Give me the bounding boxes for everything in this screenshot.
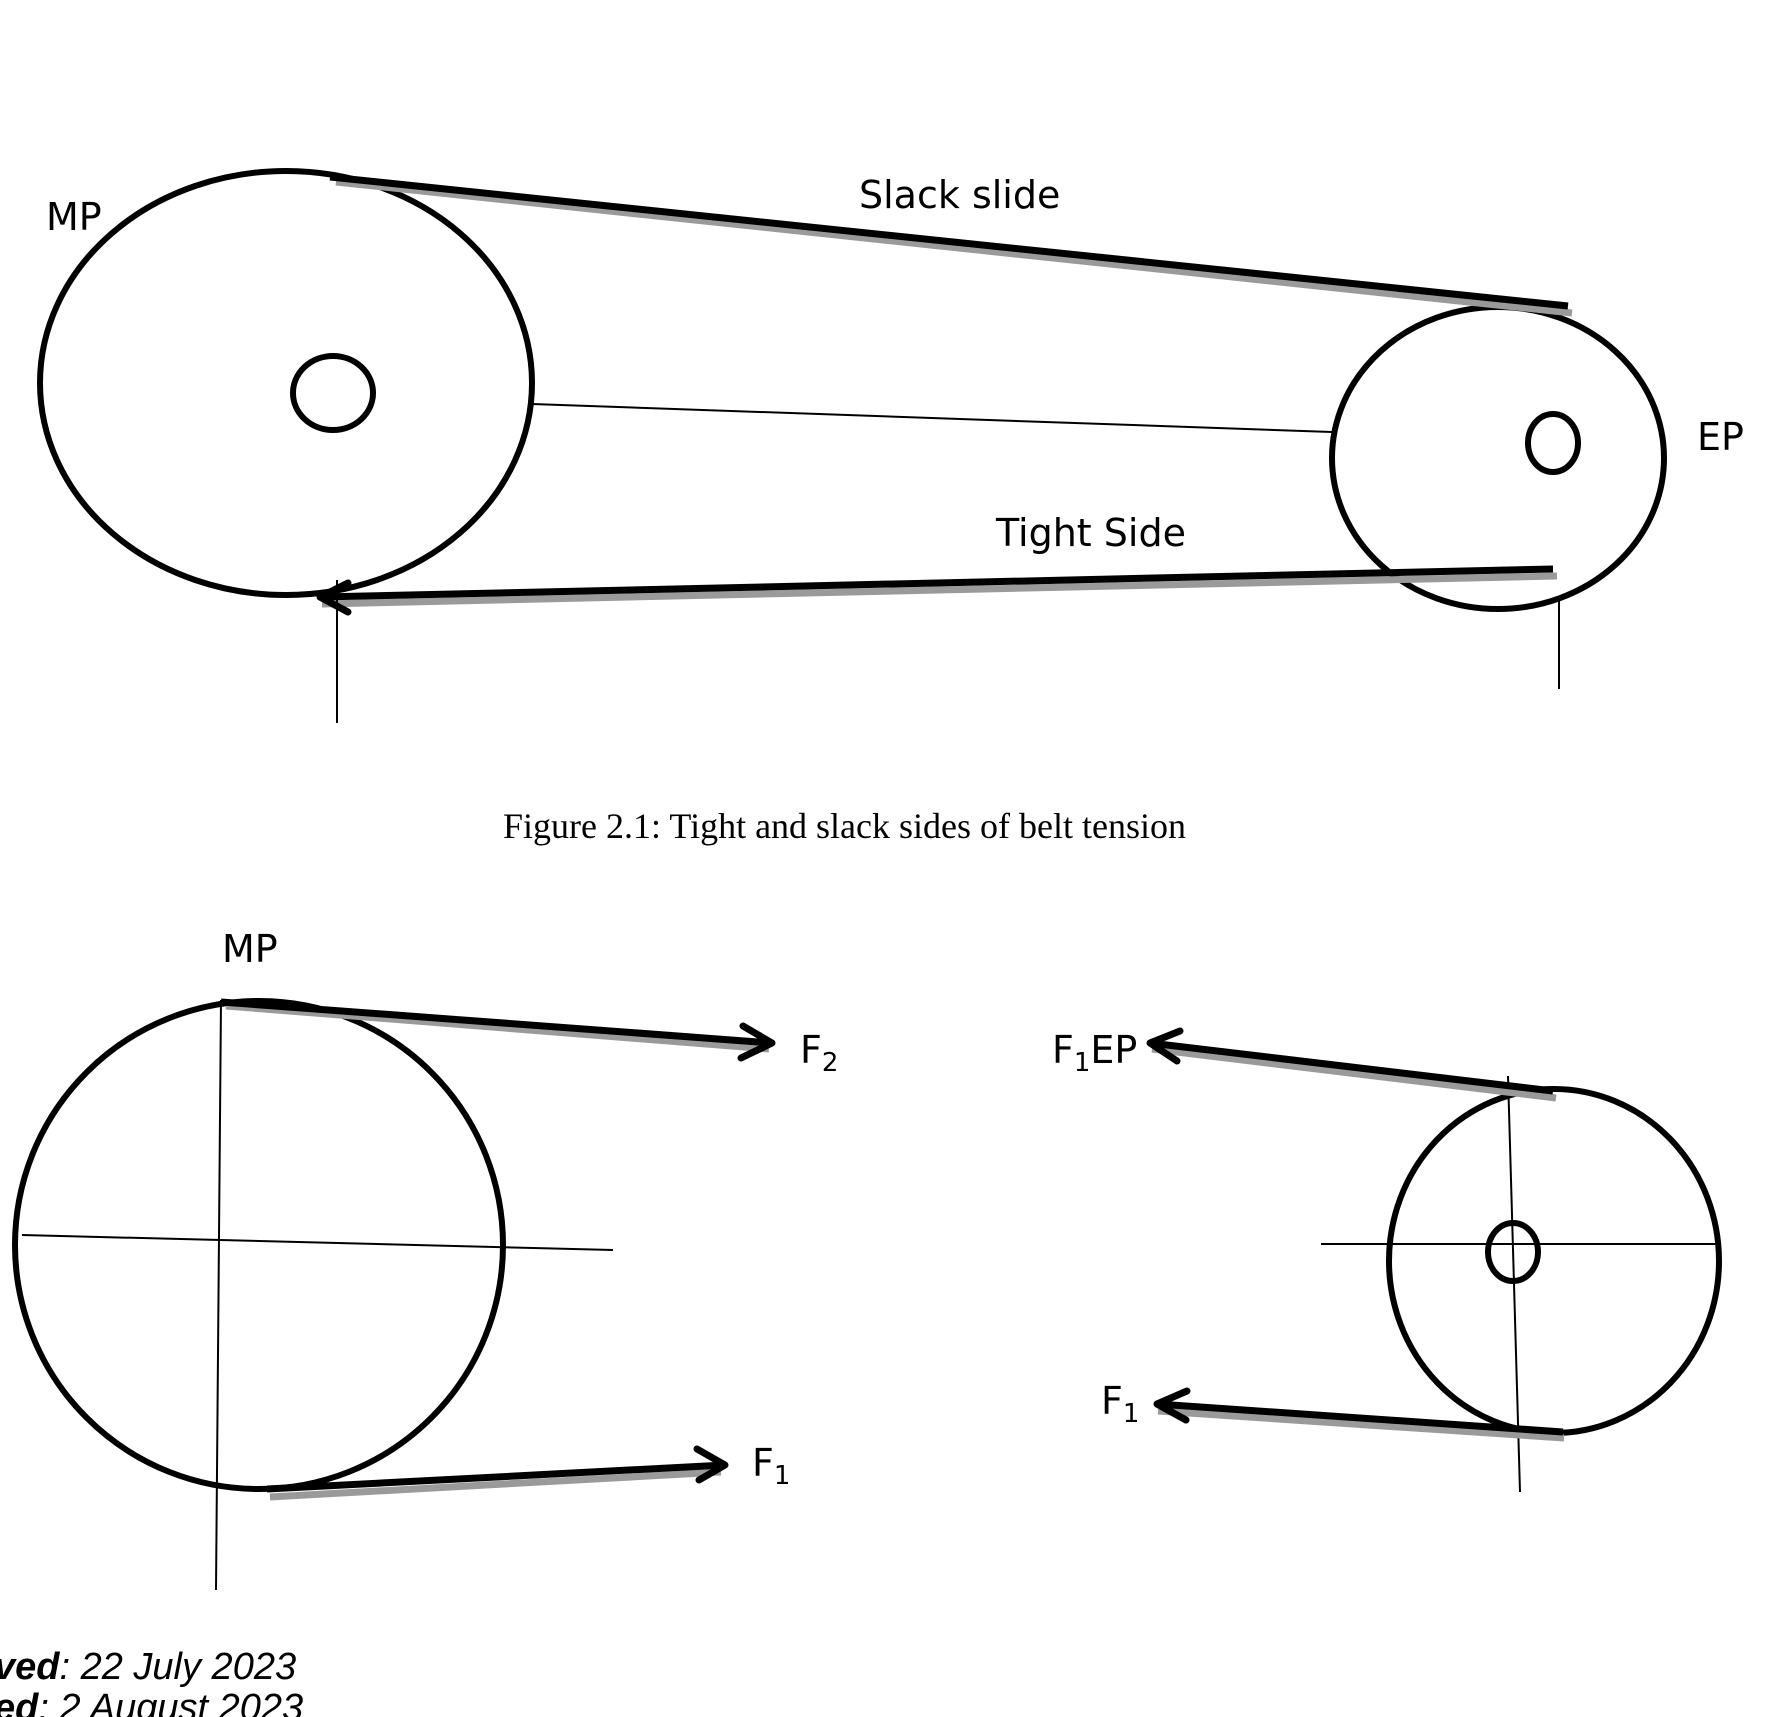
f1-left-label-base: F bbox=[752, 1441, 774, 1485]
ep-bottom-arrowhead bbox=[1153, 1387, 1191, 1424]
tight-belt-arrowhead bbox=[316, 579, 352, 616]
tight-side-label: Tight Side bbox=[995, 511, 1186, 555]
f2-arrowhead bbox=[737, 1022, 776, 1062]
ep-label: EP bbox=[1697, 415, 1744, 459]
accepted-value: : 2 August 2023 bbox=[38, 1687, 303, 1717]
mp-force-label: MP bbox=[222, 927, 278, 971]
f1-arrowhead bbox=[693, 1445, 729, 1484]
ep-top-belt bbox=[1149, 1039, 1554, 1095]
ep-vertical-axis bbox=[1507, 1075, 1521, 1493]
tight-belt bbox=[319, 565, 1554, 601]
ep-top-belt-shadow bbox=[1151, 1045, 1557, 1102]
mp-force-pulley bbox=[12, 998, 506, 1492]
ep-force-pulley bbox=[1386, 1086, 1722, 1436]
ep-bottom-belt-shadow bbox=[1157, 1407, 1565, 1442]
ep-bottom-belt bbox=[1156, 1400, 1564, 1436]
tight-belt-shadow bbox=[321, 572, 1558, 608]
footer-dates: ved: 22 July 2023 ed: 2 August 2023 bbox=[0, 1646, 303, 1717]
received-label: ved bbox=[0, 1646, 60, 1688]
figure-belt-drive: MP EP Slack slide Tight Side Figure 2.1:… bbox=[37, 168, 1744, 846]
slack-side-label: Slack slide bbox=[859, 173, 1060, 217]
mp-vertical-axis bbox=[215, 999, 222, 1591]
f1-left-label-sub: 1 bbox=[774, 1461, 791, 1491]
figure-caption: Figure 2.1: Tight and slack sides of bel… bbox=[503, 806, 1186, 846]
figure-force-diagram: MP F2 F1 F1EP F1 bbox=[12, 927, 1722, 1591]
ep-top-arrowhead bbox=[1146, 1027, 1184, 1065]
f1-ep-label-base: F bbox=[1052, 1028, 1074, 1072]
f1-belt bbox=[266, 1461, 726, 1493]
f2-label-base: F bbox=[800, 1028, 822, 1072]
f1-ep-label: F1EP bbox=[1052, 1028, 1137, 1078]
f1-belt-shadow bbox=[269, 1468, 722, 1501]
f1-ep-label-suffix: EP bbox=[1090, 1028, 1137, 1072]
ep-pulley bbox=[1329, 304, 1667, 612]
f1-right-label-base: F bbox=[1101, 1379, 1123, 1423]
ep-shaft bbox=[1525, 411, 1581, 475]
f2-label: F2 bbox=[800, 1028, 838, 1078]
mp-horizontal-axis bbox=[21, 1234, 614, 1251]
f1-right-label-sub: 1 bbox=[1123, 1399, 1140, 1429]
mp-pulley bbox=[37, 168, 535, 598]
f1-ep-label-sub: 1 bbox=[1074, 1048, 1091, 1078]
f2-belt bbox=[220, 998, 773, 1047]
slack-belt bbox=[329, 173, 1569, 310]
f2-label-sub: 2 bbox=[822, 1048, 839, 1078]
slack-belt-shadow bbox=[335, 178, 1573, 317]
centre-line bbox=[531, 403, 1333, 433]
f1-left-label: F1 bbox=[752, 1441, 790, 1491]
f1-right-label: F1 bbox=[1101, 1379, 1139, 1429]
mp-shaft bbox=[290, 353, 376, 433]
received-value: : 22 July 2023 bbox=[59, 1646, 296, 1688]
mp-label: MP bbox=[46, 195, 102, 239]
accepted-date: ed: 2 August 2023 bbox=[0, 1687, 303, 1717]
accepted-label: ed bbox=[0, 1687, 39, 1717]
received-date: ved: 22 July 2023 bbox=[0, 1646, 296, 1688]
f2-belt-shadow bbox=[225, 1002, 770, 1053]
